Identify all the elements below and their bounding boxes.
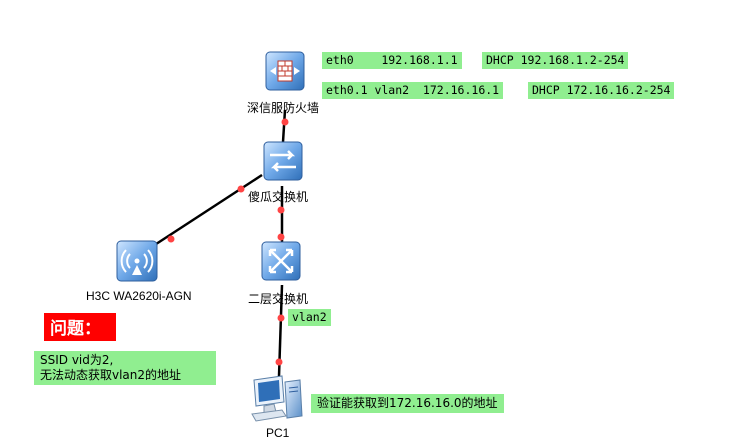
- pc-icon: [251, 375, 303, 422]
- firewall-icon: [265, 51, 305, 91]
- eth0-label: eth0 192.168.1.1: [322, 52, 462, 69]
- l2-switch-icon: [261, 241, 301, 281]
- vlan2-label: vlan2: [288, 309, 331, 326]
- problem-text: SSID vid为2, 无法动态获取vlan2的地址: [34, 351, 216, 385]
- l2-switch-name: 二层交换机: [248, 292, 309, 306]
- eth0-dhcp-label: DHCP 192.168.1.2-254: [482, 52, 629, 69]
- port-dot: [277, 233, 285, 241]
- port-dot: [237, 185, 245, 193]
- eth01-dhcp-label: DHCP 172.16.16.2-254: [528, 82, 675, 99]
- link-switch-ap: [149, 173, 263, 250]
- port-dot: [275, 358, 283, 366]
- problem-title: 问题：: [44, 313, 116, 341]
- switch-icon: [263, 141, 303, 181]
- port-dot: [277, 314, 285, 322]
- eth01-label: eth0.1 vlan2 172.16.16.1: [322, 82, 504, 99]
- port-dot: [277, 206, 285, 214]
- port-dot: [281, 118, 289, 126]
- pc-name: PC1: [266, 426, 290, 440]
- port-dot: [167, 235, 175, 243]
- link-firewall-switch: [281, 109, 287, 143]
- firewall-name: 深信服防火墙: [247, 101, 320, 115]
- pc-note: 验证能获取到172.16.16.0的地址: [311, 394, 504, 413]
- ap-name: H3C WA2620i-AGN: [86, 289, 192, 303]
- wireless-ap-icon: [116, 240, 158, 282]
- transparent-switch-name: 傻瓜交换机: [248, 190, 309, 204]
